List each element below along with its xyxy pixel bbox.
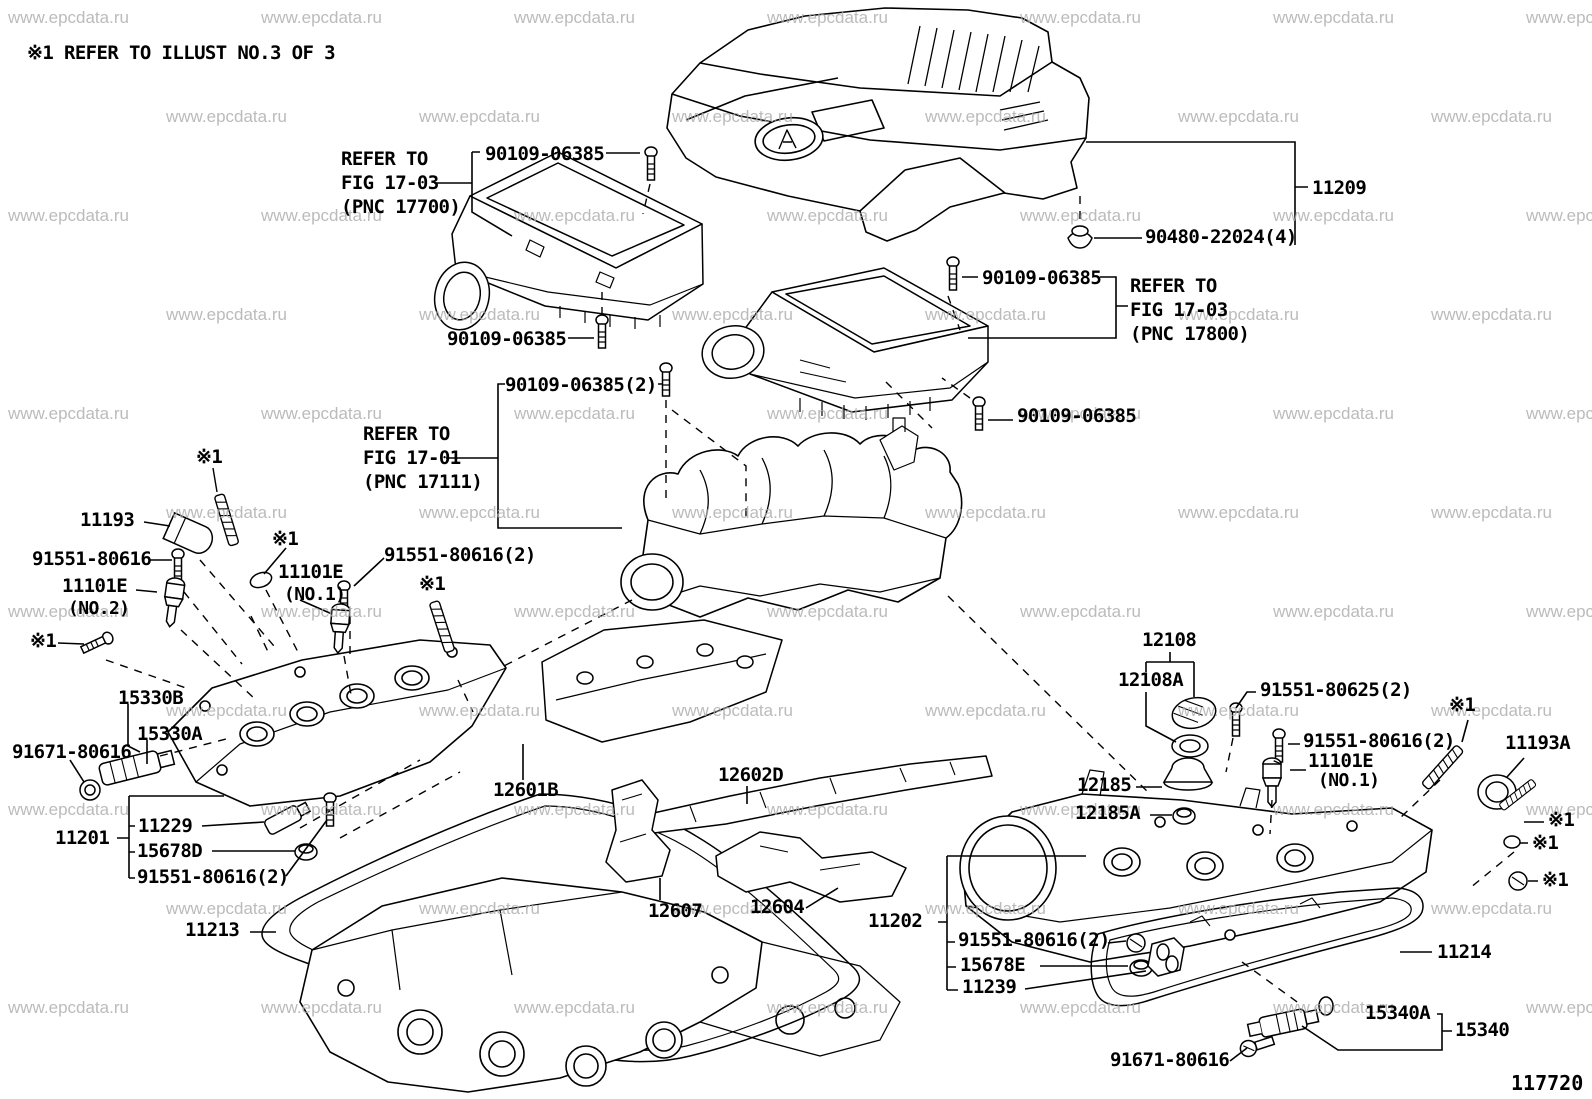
ref-mark-r2: ※1 [1532, 832, 1559, 854]
part-label-91671-80616-l: 91671-80616 [12, 741, 132, 763]
part-label-12602d: 12602D [718, 764, 784, 786]
part-label-91671-80616-r: 91671-80616 [1110, 1049, 1230, 1071]
part-label-91551-80616-2b: 91551-80616(2) [958, 929, 1110, 951]
part-label-12108: 12108 [1142, 629, 1197, 651]
part-label-no1-mid: (NO.1) [284, 584, 346, 605]
insulator-no4-drawing [605, 779, 671, 883]
part-label-15330a: 15330A [137, 723, 203, 745]
part-label-11202: 11202 [868, 910, 923, 932]
leader-lines [57, 141, 1544, 1062]
part-label-91551-80625: 91551-80625(2) [1260, 679, 1412, 701]
part-label-15678e: 15678E [960, 954, 1026, 976]
part-label-90109-06385-d: 90109-06385 [1017, 405, 1137, 427]
part-label-12604: 12604 [750, 896, 805, 918]
head-cover-rh-drawing [959, 769, 1433, 963]
part-label-12601b: 12601B [493, 779, 559, 801]
engine-cover-drawing [666, 7, 1090, 242]
insulator-no3-drawing [715, 831, 907, 903]
head-gasket-rh-drawing [1090, 887, 1424, 1007]
part-label-11229: 11229 [138, 815, 193, 837]
refblock-line: (PNC 17800) [1130, 323, 1250, 345]
refblock-line: REFER TO [1130, 275, 1217, 297]
refblock-line: (PNC 17700) [341, 196, 461, 218]
part-label-90109-06385-2: 90109-06385(2) [505, 374, 657, 396]
part-label-11209: 11209 [1312, 177, 1367, 199]
part-label-91551-80616-2m: 91551-80616(2) [384, 544, 536, 566]
head-cover-lh-drawing [167, 639, 507, 807]
figure-number: 117720 [1511, 1071, 1584, 1095]
refblock-line: FIG 17-03 [341, 172, 439, 194]
part-label-11214: 11214 [1437, 941, 1492, 963]
refblock-line: (PNC 17111) [363, 471, 483, 493]
refblock-line: REFER TO [363, 423, 450, 445]
part-label-90109-06385-b: 90109-06385 [982, 267, 1102, 289]
part-label-11239: 11239 [962, 976, 1017, 998]
part-label-91551-80616-2r: 91551-80616(2) [1303, 730, 1455, 752]
part-label-15340a: 15340A [1365, 1002, 1431, 1024]
air-cleaner-front-drawing [433, 151, 704, 331]
ref-mark-bolt-left: ※1 [30, 630, 57, 652]
part-label-11201: 11201 [55, 827, 110, 849]
part-label-90109-06385-c: 90109-06385 [447, 328, 567, 350]
refblock-fig1703-front: REFER TO FIG 17-03 (PNC 17700) [341, 147, 461, 219]
part-label-15340: 15340 [1455, 1019, 1510, 1041]
refblock-fig1703-rear: REFER TO FIG 17-03 (PNC 17800) [1130, 274, 1250, 346]
part-label-11193: 11193 [80, 509, 135, 531]
small-part-icons [79, 146, 1538, 1058]
part-label-12185: 12185 [1077, 774, 1132, 796]
insulator-no2-drawing [639, 755, 993, 835]
part-label-11193a: 11193A [1505, 732, 1571, 754]
part-label-91551-80616-l: 91551-80616 [32, 548, 152, 570]
refblock-line: FIG 17-03 [1130, 299, 1228, 321]
note-ref-illust: ※1 REFER TO ILLUST NO.3 OF 3 [27, 42, 336, 64]
air-cleaner-rear-drawing [701, 267, 989, 420]
part-label-91551-80616-2l: 91551-80616(2) [137, 866, 289, 888]
part-label-11101e-rh: 11101E [1308, 750, 1374, 772]
part-label-90480-22024: 90480-22024(4) [1145, 226, 1297, 248]
part-label-12185a: 12185A [1075, 802, 1141, 824]
part-label-15678d: 15678D [137, 840, 203, 862]
ref-mark-washer: ※1 [272, 528, 299, 550]
part-label-90109-06385-a: 90109-06385 [485, 143, 605, 165]
part-label-11213: 11213 [185, 919, 240, 941]
refblock-line: FIG 17-01 [363, 447, 461, 469]
part-label-no1-rh: (NO.1) [1318, 770, 1380, 791]
insulator-no1-drawing [541, 619, 783, 743]
ref-mark-stud-mid: ※1 [419, 573, 446, 595]
part-label-12607: 12607 [648, 900, 703, 922]
part-label-no2: (NO.2) [68, 598, 130, 619]
ref-mark-r1: ※1 [1548, 809, 1575, 831]
ref-mark-r3: ※1 [1542, 869, 1569, 891]
cylinder-head-drawing [299, 877, 901, 1093]
refblock-fig1701: REFER TO FIG 17-01 (PNC 17111) [363, 422, 483, 494]
ref-mark-stud-rh: ※1 [1449, 694, 1476, 716]
part-label-11101e-no2: 11101E [62, 575, 128, 597]
part-label-11101e-mid: 11101E [278, 561, 344, 583]
ref-mark-stud-lh: ※1 [196, 446, 223, 468]
part-label-15330b: 15330B [118, 687, 184, 709]
refblock-line: REFER TO [341, 148, 428, 170]
part-label-12108a: 12108A [1118, 669, 1184, 691]
assembly-dashed-lines [105, 183, 1515, 1005]
intake-manifold-drawing [620, 417, 963, 618]
